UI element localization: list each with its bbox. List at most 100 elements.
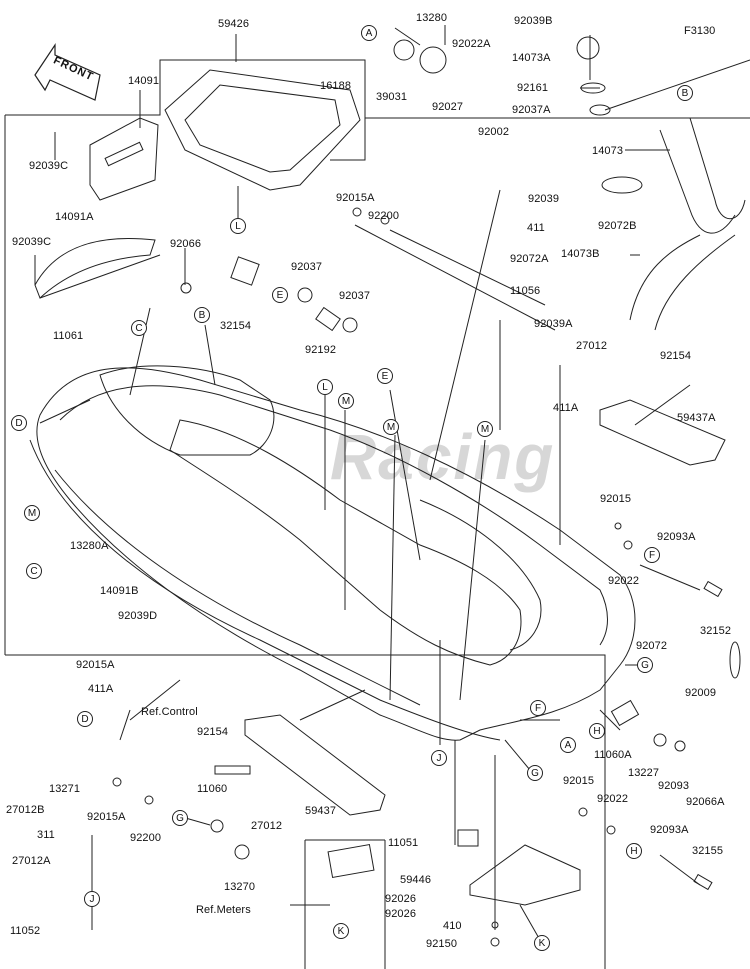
hull-outline xyxy=(36,367,636,741)
washer-92093 xyxy=(674,740,686,752)
part-label: 92022 xyxy=(597,793,629,805)
part-label: 92150 xyxy=(426,938,458,950)
callout-d: D xyxy=(11,415,27,431)
part-label: 92022A xyxy=(452,38,491,50)
part-label: 59437 xyxy=(305,805,337,817)
pipe-14073B-b xyxy=(654,234,736,331)
part-label: 92161 xyxy=(517,82,549,94)
nut-92015Ab xyxy=(112,777,122,787)
callout-g: G xyxy=(637,657,653,673)
leader-line xyxy=(129,679,181,721)
bolt-92154 xyxy=(214,765,251,775)
callout-a: A xyxy=(560,737,576,753)
leader-line xyxy=(354,224,556,331)
part-label: 11056 xyxy=(510,285,541,297)
part-label: 92192 xyxy=(305,344,337,356)
leader-line xyxy=(639,564,701,591)
leader-line xyxy=(429,189,501,481)
part-label: 92015 xyxy=(563,775,595,787)
cap-39031 xyxy=(393,39,415,61)
clamp-92037 xyxy=(297,287,313,303)
part-label: 92015A xyxy=(76,659,115,671)
leader-line xyxy=(634,384,691,426)
plate-59446 xyxy=(469,844,581,906)
callout-a: A xyxy=(361,25,377,41)
pipe-14073B xyxy=(629,234,701,321)
callout-e: E xyxy=(377,368,393,384)
grommet-13270 xyxy=(234,844,250,860)
callout-f: F xyxy=(530,700,546,716)
callout-h: H xyxy=(589,723,605,739)
ring-92161 xyxy=(580,82,606,94)
base-32154 xyxy=(230,256,260,286)
hull-seat xyxy=(169,419,522,666)
leader-line xyxy=(459,439,486,701)
hull-chine xyxy=(54,469,421,706)
part-label: 92093 xyxy=(658,780,690,792)
part-label: 32155 xyxy=(692,845,724,857)
plate-59437 xyxy=(244,714,386,816)
part-label: 411 xyxy=(527,222,545,234)
callout-k: K xyxy=(534,935,550,951)
nut-410 xyxy=(491,921,499,929)
part-label: 92026 xyxy=(385,908,417,920)
part-label: 92066A xyxy=(686,796,725,808)
hull-console xyxy=(99,365,275,456)
grommet-11060A xyxy=(610,699,640,727)
part-label: 27012B xyxy=(6,804,45,816)
nut-92015b xyxy=(578,807,588,817)
part-label: 14073A xyxy=(512,52,551,64)
gasket-14091A xyxy=(34,238,156,299)
bracket-11051 xyxy=(457,829,479,847)
part-label: 11060 xyxy=(197,783,228,795)
part-label: 59437A xyxy=(677,412,716,424)
leader-line xyxy=(599,709,621,731)
callout-j: J xyxy=(431,750,447,766)
figure-code: F3130 xyxy=(684,25,716,37)
washer-92015A xyxy=(352,207,362,217)
leader-line xyxy=(119,709,131,741)
part-label: 14091 xyxy=(128,75,160,87)
hull-footwell xyxy=(419,499,542,651)
part-label: 27012 xyxy=(251,820,283,832)
ref-control-label: Ref.Control xyxy=(141,706,198,718)
clamp-92037b xyxy=(342,317,358,333)
part-label: 92027 xyxy=(432,101,464,113)
part-label: 92154 xyxy=(660,350,692,362)
part-label: 92072 xyxy=(636,640,668,652)
storage-tray-inner xyxy=(184,84,341,173)
washer-13227 xyxy=(653,733,667,747)
pipe-14073 xyxy=(659,129,736,234)
screw-32155 xyxy=(693,873,713,891)
part-label: 13227 xyxy=(628,767,660,779)
front-arrow xyxy=(34,43,101,101)
callout-m: M xyxy=(338,393,354,409)
ref-meters-label: Ref.Meters xyxy=(196,904,251,916)
callout-m: M xyxy=(24,505,40,521)
callout-d: D xyxy=(77,711,93,727)
part-label: 92037A xyxy=(512,104,551,116)
callout-c: C xyxy=(131,320,147,336)
part-label: 11052 xyxy=(10,925,41,937)
part-label: 32152 xyxy=(700,625,732,637)
part-label: 92039 xyxy=(528,193,560,205)
clamp-92072 xyxy=(729,641,741,679)
callout-g: G xyxy=(527,765,543,781)
part-label: 92037 xyxy=(339,290,371,302)
washer-92022b xyxy=(606,825,616,835)
clamp-92037A xyxy=(589,104,611,116)
hull-keel xyxy=(29,439,501,741)
part-label: 14091A xyxy=(55,211,94,223)
leader-line xyxy=(504,739,531,771)
part-label: 92039C xyxy=(29,160,69,172)
clamp-92072B xyxy=(601,176,643,194)
part-label: 92026 xyxy=(385,893,417,905)
part-label: 92002 xyxy=(478,126,510,138)
part-label: 14073B xyxy=(561,248,600,260)
washer-92200b xyxy=(144,795,154,805)
part-label: 411A xyxy=(553,402,579,414)
part-label: 92072B xyxy=(598,220,637,232)
part-label: 92066 xyxy=(170,238,202,250)
